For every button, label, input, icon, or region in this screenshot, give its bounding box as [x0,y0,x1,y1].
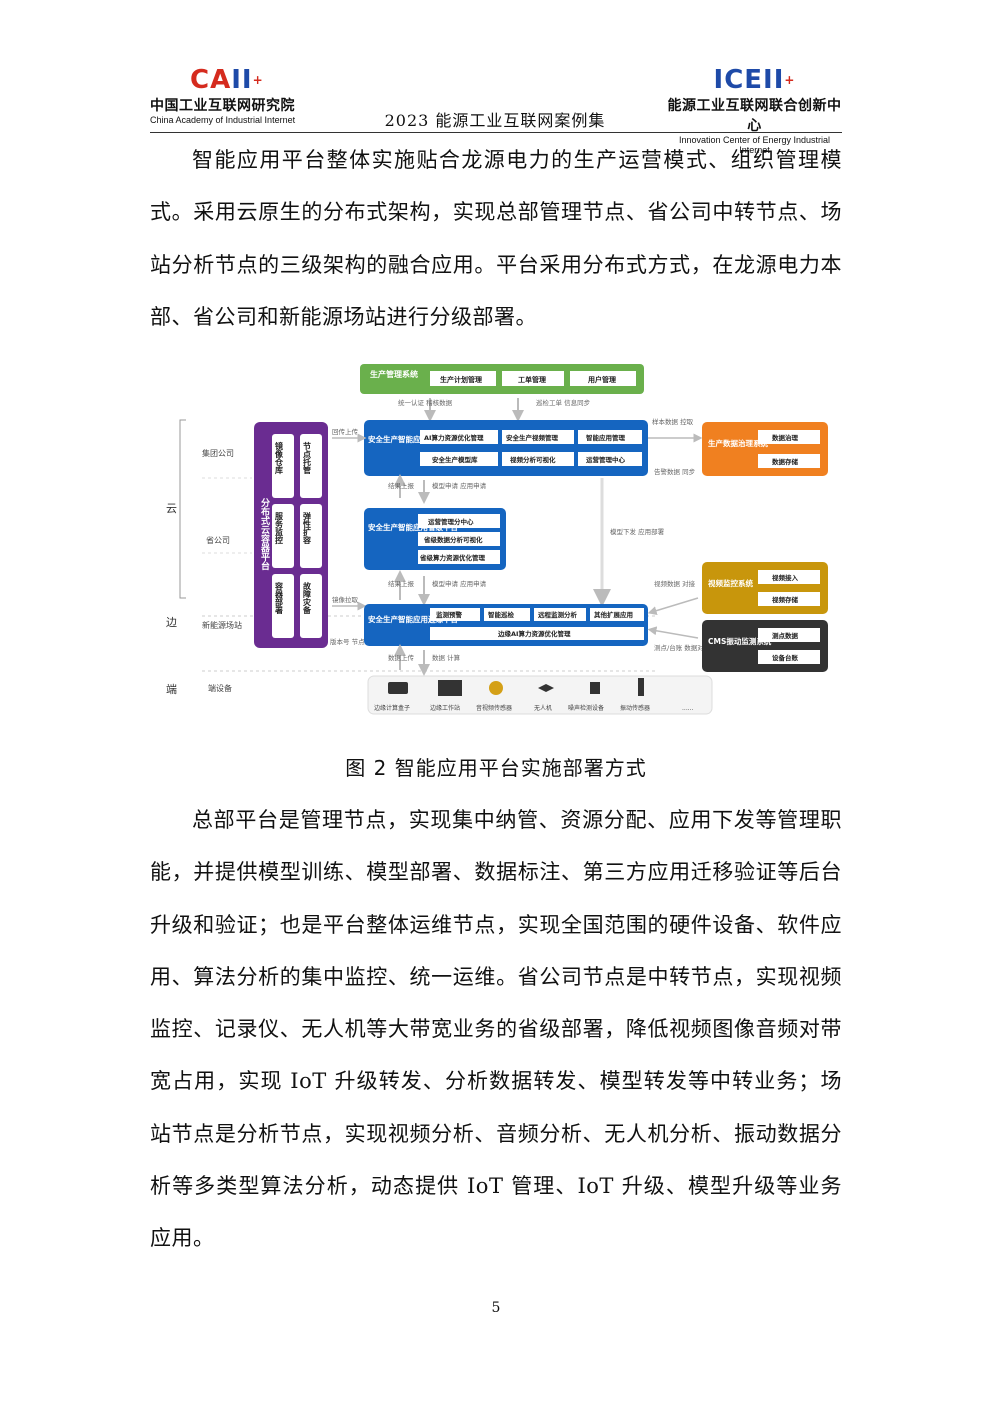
svg-text:故障灾备: 故障灾备 [302,581,312,615]
svg-text:模型申请 应用申请: 模型申请 应用申请 [432,481,487,490]
svg-text:数据 计算: 数据 计算 [432,653,461,662]
svg-text:噪声检测设备: 噪声检测设备 [568,704,604,712]
svg-text:设备台账: 设备台账 [772,653,799,662]
cms-system [702,620,828,672]
level-station: 新能源场站 [202,620,242,630]
iceii-org-cn: 能源工业互联网联合创新中心 [667,98,842,134]
svg-text:运营管理中心: 运营管理中心 [586,455,626,464]
level-province: 省公司 [206,535,230,545]
page-number: 5 [491,1300,501,1316]
paragraph-intro: 智能应用平台整体实施贴合龙源电力的生产运营模式、组织管理模式。采用云原生的分布式… [150,148,842,329]
svg-text:测点数据: 测点数据 [772,631,799,640]
svg-text:监测预警: 监测预警 [436,610,463,619]
camera-icon [489,681,503,695]
svg-text:安全生产视频管理: 安全生产视频管理 [506,433,559,442]
caii-logo: CAII+ 中国工业互联网研究院 China Academy of Indust… [150,66,320,130]
vibration-sensor-icon [638,678,644,696]
workstation-icon [438,680,462,696]
svg-text:结果上报: 结果上报 [388,481,415,490]
caii-org-cn: 中国工业互联网研究院 [150,98,295,114]
prov-title: 安全生产智能应用省级平台 [368,522,458,532]
prod-mgmt-title: 生产管理系统 [370,369,418,379]
svg-text:视频数据 对接: 视频数据 对接 [654,579,696,588]
svg-text:视频分析可视化: 视频分析可视化 [510,455,556,464]
svg-text:智能应用管理: 智能应用管理 [586,433,626,442]
platform-item-3 [272,504,294,568]
iceii-brand: ICEII+ [713,65,796,95]
svg-text:弹性扩容: 弹性扩容 [303,511,312,545]
svg-text:CMS振动监测系统: CMS振动监测系统 [708,636,772,646]
platform-item-5 [272,574,294,638]
noise-device-icon [590,682,600,694]
paragraph-detail: 总部平台是管理节点，实现集中纳管、资源分配、应用下发等管理职能，并提供模型训练、… [150,808,842,1251]
svg-text:数据存储: 数据存储 [772,457,799,466]
svg-text:无人机: 无人机 [534,704,552,712]
iceii-org-en: Innovation Center of Energy Industrial I… [678,135,831,155]
svg-text:节点托管: 节点托管 [303,441,312,475]
svg-text:安全生产模型库: 安全生产模型库 [432,455,478,464]
svg-text:测点/台账 数据对接: 测点/台账 数据对接 [654,643,711,652]
svg-text:边缘工作站: 边缘工作站 [430,704,460,712]
svg-text:振动传感器: 振动传感器 [620,704,650,712]
svg-text:智能巡检: 智能巡检 [488,610,515,619]
hq-title: 安全生产智能应用平台 [368,434,443,444]
svg-text:生产数据治理系统: 生产数据治理系统 [708,438,768,448]
video-system [702,562,828,614]
svg-text:镜像拉取: 镜像拉取 [332,595,359,604]
svg-text:数据治理: 数据治理 [772,433,799,442]
edge-box-icon [388,682,408,694]
header-title: 2023 能源工业互联网案例集 [384,111,606,130]
svg-text:音视频传感器: 音视频传感器 [476,704,512,712]
platform-item-2 [300,434,322,498]
deployment-diagram: 云 边 端 集团公司 省公司 新能源场站 端设备 分布式云容器平台 镜像仓库 节… [162,358,830,718]
svg-text:视频接入: 视频接入 [772,573,799,582]
header-divider [150,132,842,133]
svg-text:边缘AI算力资源优化管理: 边缘AI算力资源优化管理 [497,629,571,638]
svg-text:回传上传: 回传上传 [332,427,359,436]
svg-text:运营管理分中心: 运营管理分中心 [428,517,474,526]
hq-platform [364,420,648,476]
svg-text:统一认证 稽核数据: 统一认证 稽核数据 [398,398,453,407]
svg-text:生产计划管理: 生产计划管理 [440,375,482,384]
tier-cloud: 云 [166,502,177,515]
edge-title: 安全生产智能应用边缘平台 [368,614,458,624]
svg-text:服务监控: 服务监控 [274,512,284,545]
svg-text:视频监控系统: 视频监控系统 [708,578,753,588]
platform-title: 分布式云容器平台 [259,497,271,571]
svg-text:结果上报: 结果上报 [388,579,415,588]
drone-icon [538,684,554,692]
svg-text:省级数据分析可视化: 省级数据分析可视化 [423,535,483,544]
svg-text:告警数据 同步: 告警数据 同步 [654,467,696,476]
svg-text:......: ...... [682,705,694,712]
svg-text:AI算力资源优化管理: AI算力资源优化管理 [424,433,484,442]
svg-text:数据上传: 数据上传 [388,653,415,662]
iceii-logo: ICEII+ 能源工业互联网联合创新中心 Innovation Center o… [667,65,842,155]
svg-text:巡检工单 信息同步: 巡检工单 信息同步 [536,398,591,407]
svg-text:模型下发 应用部署: 模型下发 应用部署 [610,527,665,536]
svg-text:容器部署: 容器部署 [274,581,284,615]
svg-text:工单管理: 工单管理 [518,375,546,384]
tier-end: 端 [166,683,177,696]
svg-text:省级算力资源优化管理: 省级算力资源优化管理 [419,553,486,562]
page-header: CAII+ 中国工业互联网研究院 China Academy of Indust… [150,65,842,155]
svg-text:远程监测分析: 远程监测分析 [538,610,578,619]
diagram-svg: 云 边 端 集团公司 省公司 新能源场站 端设备 分布式云容器平台 镜像仓库 节… [166,364,828,715]
level-device: 端设备 [208,683,232,693]
svg-text:用户管理: 用户管理 [588,375,616,384]
svg-text:版本号 节点管理: 版本号 节点管理 [330,637,378,646]
figure-caption: 图 2 智能应用平台实施部署方式 [345,756,647,780]
svg-text:镜像仓库: 镜像仓库 [274,441,284,475]
svg-text:其他扩展应用: 其他扩展应用 [594,610,633,619]
svg-text:边缘计算盒子: 边缘计算盒子 [374,704,410,712]
svg-text:视频存储: 视频存储 [772,595,799,604]
svg-text:模型申请 应用申请: 模型申请 应用申请 [432,579,487,588]
platform-item-6 [300,574,322,638]
caii-org-en: China Academy of Industrial Internet [150,115,296,125]
platform-item-1 [272,434,294,498]
platform-item-4 [300,504,322,568]
level-group: 集团公司 [202,448,234,458]
tier-edge: 边 [166,616,177,629]
caii-brand: CAII+ [190,65,264,95]
svg-text:样本数据 控取: 样本数据 控取 [652,417,694,426]
